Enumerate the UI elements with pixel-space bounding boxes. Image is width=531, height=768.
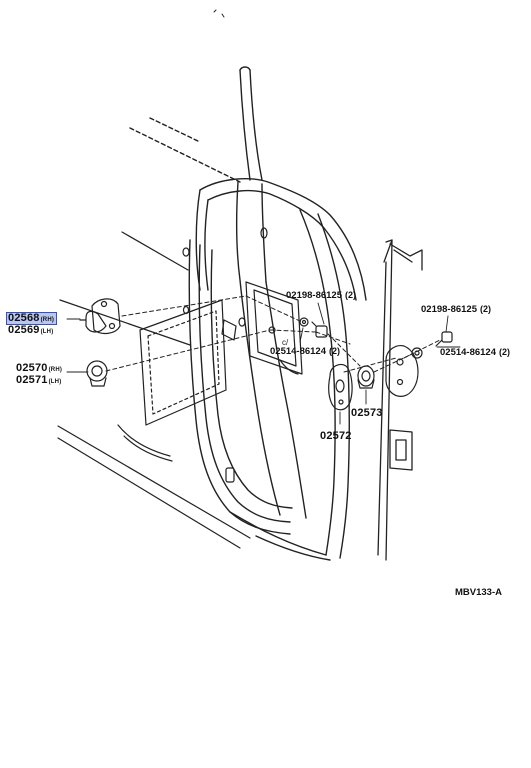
alignment-lines <box>105 295 441 373</box>
side-marker: (LH) <box>48 379 62 385</box>
part-number: 02570 <box>16 362 48 374</box>
part-number: 02514-86124 <box>440 347 496 358</box>
part-number: 02572 <box>320 430 352 442</box>
svg-text:c/: c/ <box>282 338 289 347</box>
quantity: (2) <box>329 346 340 356</box>
part-02573-bushing <box>357 365 375 389</box>
diagram-code: MBV133-A <box>455 587 502 598</box>
door-top-edge <box>129 127 241 183</box>
side-marker: (LH) <box>40 329 54 335</box>
part-number: 02198-86125 <box>286 290 342 301</box>
label-bolt-left[interactable]: 02198-86125(2) <box>286 291 356 301</box>
part-number: 02573 <box>351 407 383 419</box>
label-02572[interactable]: 02572 <box>320 431 352 442</box>
quantity: (2) <box>480 304 491 314</box>
label-washer-left[interactable]: 02514-86124(2) <box>270 347 340 357</box>
label-02569[interactable]: 02569(LH) <box>8 325 53 336</box>
part-02568-door-hinge <box>79 298 121 335</box>
side-marker: (RH) <box>48 367 63 373</box>
pillar-outline <box>239 66 263 181</box>
label-bolt-right[interactable]: 02198-86125(2) <box>421 305 491 315</box>
part-number: 02514-86124 <box>270 346 326 357</box>
label-02573[interactable]: 02573 <box>351 408 383 419</box>
label-02571[interactable]: 02571(LH) <box>16 375 61 386</box>
part-bolt-right <box>411 331 453 359</box>
part-02570-bushing <box>86 360 108 387</box>
door-inner-panel <box>57 227 268 549</box>
part-number: 02569 <box>8 324 40 336</box>
label-02568[interactable]: 02568(RH) <box>5 312 58 325</box>
quantity: (2) <box>499 347 510 357</box>
part-number: 02571 <box>16 374 48 386</box>
part-02572-plate <box>328 363 353 411</box>
quantity: (2) <box>345 290 356 300</box>
part-number: 02568 <box>8 312 40 324</box>
leader-lines <box>66 302 461 425</box>
side-marker: (RH) <box>40 317 55 323</box>
body-hinge-plate <box>385 345 419 397</box>
body-pillar <box>377 239 423 561</box>
label-02570[interactable]: 02570(RH) <box>16 363 62 374</box>
part-number: 02198-86125 <box>421 304 477 315</box>
label-washer-right[interactable]: 02514-86124(2) <box>440 348 510 358</box>
door-frame <box>188 178 367 561</box>
